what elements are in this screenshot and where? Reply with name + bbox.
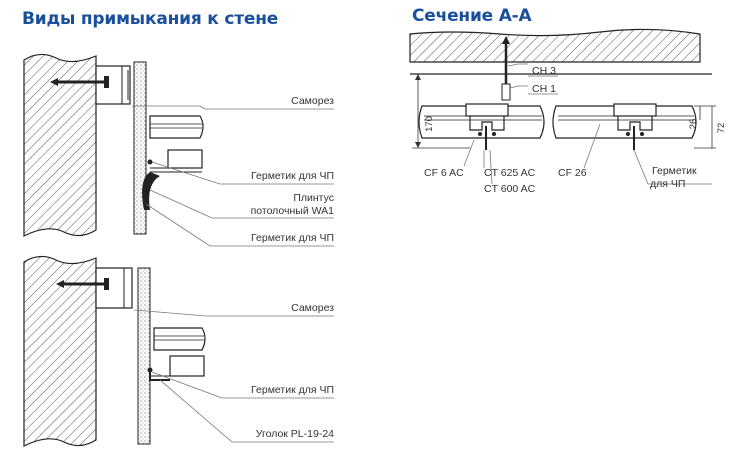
section-aa	[409, 28, 716, 185]
top-wall	[23, 53, 97, 237]
bottom-leaders	[133, 309, 334, 443]
top-label-screw: Саморез	[291, 95, 334, 107]
bottom-label-sealant: Герметик для ЧП	[251, 384, 334, 396]
bottom-wall	[23, 255, 97, 447]
section-panel-right	[552, 105, 697, 139]
label-sealant-line2: для ЧП	[650, 178, 685, 190]
bottom-corner-profile	[149, 372, 170, 381]
label-ct600: CT 600 AC	[484, 183, 536, 195]
ceiling-slab	[409, 28, 701, 63]
section-joint-right	[613, 103, 657, 150]
top-anchor-screw	[50, 70, 129, 100]
label-cf6: CF 6 AC	[424, 167, 464, 179]
top-ceiling-panel	[149, 115, 204, 139]
top-bracket	[95, 65, 131, 105]
top-label-sealant-2: Герметик для ЧП	[251, 232, 334, 244]
top-lower-panel	[167, 149, 203, 169]
section-aa-heading: Сечение А-А	[412, 6, 532, 26]
bottom-lower-panel	[169, 355, 205, 377]
bottom-plaster	[137, 267, 151, 445]
label-cf26: CF 26	[558, 167, 587, 179]
bottom-label-corner: Уголок PL-19-24	[256, 428, 334, 440]
wall-junction-heading: Виды примыкания к стене	[22, 9, 279, 29]
label-sealant-line1: Герметик	[652, 165, 697, 177]
top-label-plinth-line2: потолочный WA1	[251, 205, 335, 217]
top-leaders	[132, 105, 334, 247]
bottom-bracket	[95, 267, 133, 309]
label-ch1: CH 1	[532, 83, 556, 95]
top-label-plinth-line1: Плинтус	[293, 192, 334, 204]
dim-26: 26	[688, 119, 699, 130]
bottom-anchor-screw	[56, 278, 109, 290]
bottom-wall-detail	[23, 255, 206, 447]
top-label-sealant-1: Герметик для ЧП	[251, 170, 334, 182]
bottom-ceiling-panel	[153, 327, 206, 351]
bottom-label-screw: Саморез	[291, 302, 334, 314]
section-joint-left	[465, 103, 509, 150]
label-ch3: CH 3	[532, 65, 556, 77]
top-plinth	[142, 172, 160, 210]
top-wall-detail	[23, 53, 204, 237]
label-ct625: CT 625 AC	[484, 167, 536, 179]
dim-170: 170	[424, 116, 435, 132]
dim-72: 72	[716, 123, 727, 134]
